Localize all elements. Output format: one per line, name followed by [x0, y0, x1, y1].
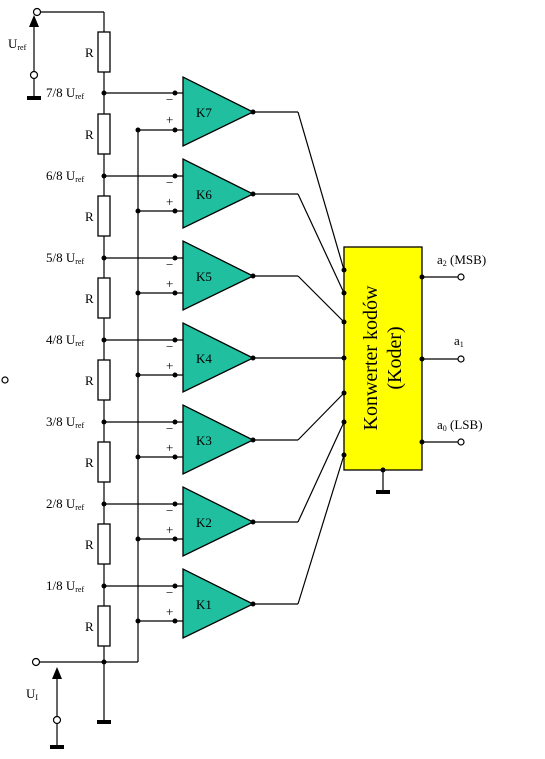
tap-label-6: 6/8 Uref: [46, 168, 84, 184]
output-terminal-a2: [457, 273, 465, 281]
plus-input-label: +: [166, 604, 173, 619]
comparator-label-k2: K2: [196, 515, 212, 530]
ui-input-terminal: [31, 657, 41, 667]
comparator: [182, 157, 255, 230]
minus-input-label: −: [166, 175, 173, 190]
resistor-label: R: [85, 455, 94, 470]
coder-title: Konwerter kodów: [360, 285, 382, 431]
plus-input-label: +: [166, 440, 173, 455]
resistor: [97, 277, 111, 319]
plus-input-label: +: [166, 112, 173, 127]
comparator-stage-k3: 3/8 Uref K3 − +: [46, 392, 345, 476]
output-terminal-a0: [457, 438, 465, 446]
comparator-label-k5: K5: [196, 269, 212, 284]
minus-input-label: −: [166, 257, 173, 272]
comparator: [182, 403, 255, 476]
resistor: [97, 113, 111, 155]
plus-input-label: +: [166, 194, 173, 209]
minus-input-label: −: [166, 421, 173, 436]
uref-bottom-terminal: [29, 70, 39, 80]
comparator-stage-k1: 1/8 Uref K1 − +: [46, 454, 345, 640]
ground-symbols: [27, 96, 390, 749]
minus-input-label: −: [166, 339, 173, 354]
minus-input-label: −: [166, 585, 173, 600]
wiring: [29, 11, 384, 745]
tap-label-1: 1/8 Uref: [46, 578, 84, 594]
minus-input-label: −: [166, 92, 173, 107]
tap-label-2: 2/8 Uref: [46, 496, 84, 512]
coder-block: Konwerter kodów (Koder): [341, 246, 423, 473]
stray-terminal: [1, 376, 9, 384]
ui-label: UI: [26, 686, 38, 702]
comparator: [182, 75, 255, 148]
output-label-a2: a2 (MSB): [437, 252, 486, 268]
uref-label: Uref: [8, 36, 27, 52]
ui-bus-node: [101, 659, 107, 665]
plus-input-label: +: [166, 358, 173, 373]
coder-box: [343, 246, 423, 471]
comparator-stage-k5: 5/8 Uref K5 − +: [46, 239, 345, 323]
resistor: [97, 31, 111, 73]
plus-input-label: +: [166, 276, 173, 291]
tap-label-5: 5/8 Uref: [46, 250, 84, 266]
comparator: [182, 321, 255, 394]
comparator-stage-k6: 6/8 Uref K6 − +: [46, 157, 345, 294]
comparator-stage-k7: 7/8 Uref K7 − +: [46, 75, 345, 271]
tap-label-3: 3/8 Uref: [46, 414, 84, 430]
comparator: [182, 567, 255, 640]
resistor: [97, 441, 111, 483]
resistor: [97, 195, 111, 237]
comparator-stage-k4: 4/8 Uref K4 − +: [46, 321, 344, 394]
resistor-label: R: [85, 537, 94, 552]
comparator-label-k6: K6: [196, 187, 212, 202]
resistor-label: R: [85, 209, 94, 224]
resistor: [97, 605, 111, 647]
outputs: a2 (MSB) a1 a0 (LSB): [419, 252, 486, 446]
output-terminal-a1: [457, 355, 465, 363]
output-label-a1: a1: [454, 333, 464, 349]
resistor-label: R: [85, 291, 94, 306]
comparator-stage-k2: 2/8 Uref K2 − +: [46, 421, 345, 558]
resistor-label: R: [85, 373, 94, 388]
resistor-ladder: R R R R R R R R: [85, 31, 111, 647]
resistor: [97, 359, 111, 401]
comparator: [182, 485, 255, 558]
uref-top-terminal: [32, 7, 42, 17]
comparator-label-k7: K7: [196, 105, 212, 120]
plus-input-label: +: [166, 522, 173, 537]
coder-subtitle: (Koder): [384, 326, 406, 389]
comparator-label-k3: K3: [196, 433, 212, 448]
resistor-label: R: [85, 127, 94, 142]
comparator-label-k4: K4: [196, 351, 212, 366]
comparator-label-k1: K1: [196, 597, 212, 612]
resistor-label: R: [85, 45, 94, 60]
comparator: [182, 239, 255, 312]
output-label-a0: a0 (LSB): [437, 417, 483, 433]
tap-label-4: 4/8 Uref: [46, 332, 84, 348]
tap-label-7: 7/8 Uref: [46, 85, 84, 101]
resistor: [97, 523, 111, 565]
minus-input-label: −: [166, 503, 173, 518]
resistor-label: R: [85, 619, 94, 634]
ui-bottom-terminal: [52, 715, 62, 725]
